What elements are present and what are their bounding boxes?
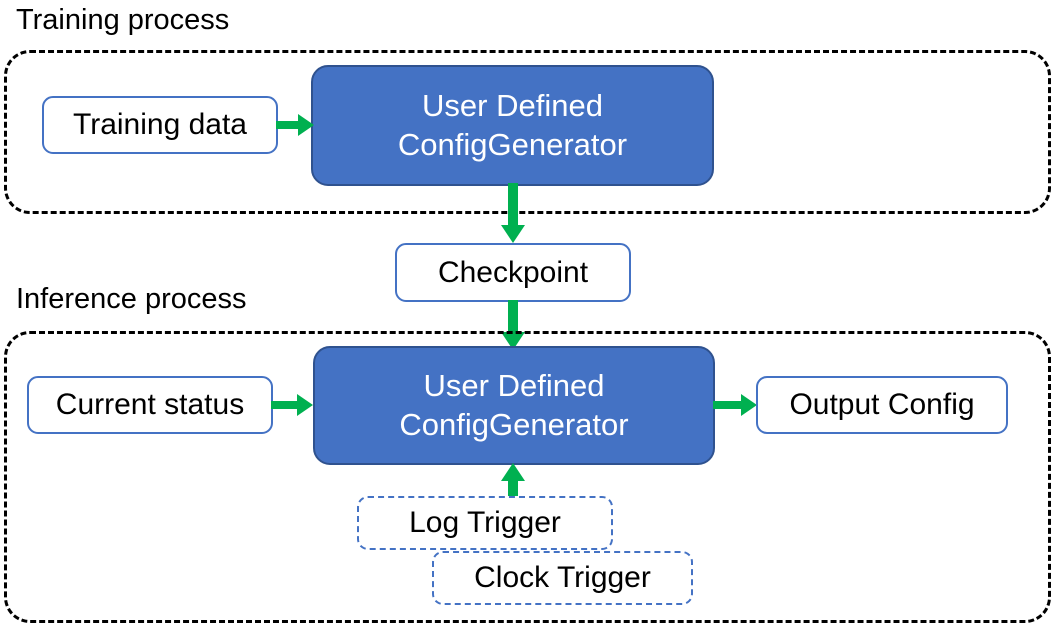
generator-inference-line-1: User Defined	[423, 367, 605, 403]
generator-training-line-2: ConfigGenerator	[397, 126, 628, 162]
node-user-defined-config-generator-inference[interactable]: User Defined ConfigGenerator	[313, 346, 715, 465]
generator-inference-line-2: ConfigGenerator	[399, 406, 629, 442]
node-clock-trigger[interactable]: Clock Trigger	[432, 551, 693, 605]
inference-process-container	[4, 331, 1051, 623]
node-checkpoint[interactable]: Checkpoint	[395, 243, 631, 302]
node-current-status[interactable]: Current status	[27, 376, 273, 434]
arrow-training-data-to-generator-icon	[276, 110, 316, 140]
arrow-trigger-to-generator-icon	[498, 463, 528, 503]
arrow-current-status-to-generator-icon	[271, 390, 315, 420]
node-training-data[interactable]: Training data	[42, 96, 278, 154]
node-user-defined-config-generator-training[interactable]: User Defined ConfigGenerator	[311, 65, 714, 186]
arrow-checkpoint-to-generator-icon	[498, 300, 528, 352]
node-output-config[interactable]: Output Config	[756, 376, 1008, 434]
generator-training-line-1: User Defined	[422, 87, 603, 123]
arrow-generator-to-output-config-icon	[713, 390, 759, 420]
training-process-title: Training process	[16, 4, 230, 36]
arrow-generator-to-checkpoint-icon	[498, 183, 528, 245]
node-log-trigger[interactable]: Log Trigger	[357, 496, 613, 550]
inference-process-title: Inference process	[16, 283, 247, 315]
training-process-container	[4, 50, 1051, 214]
